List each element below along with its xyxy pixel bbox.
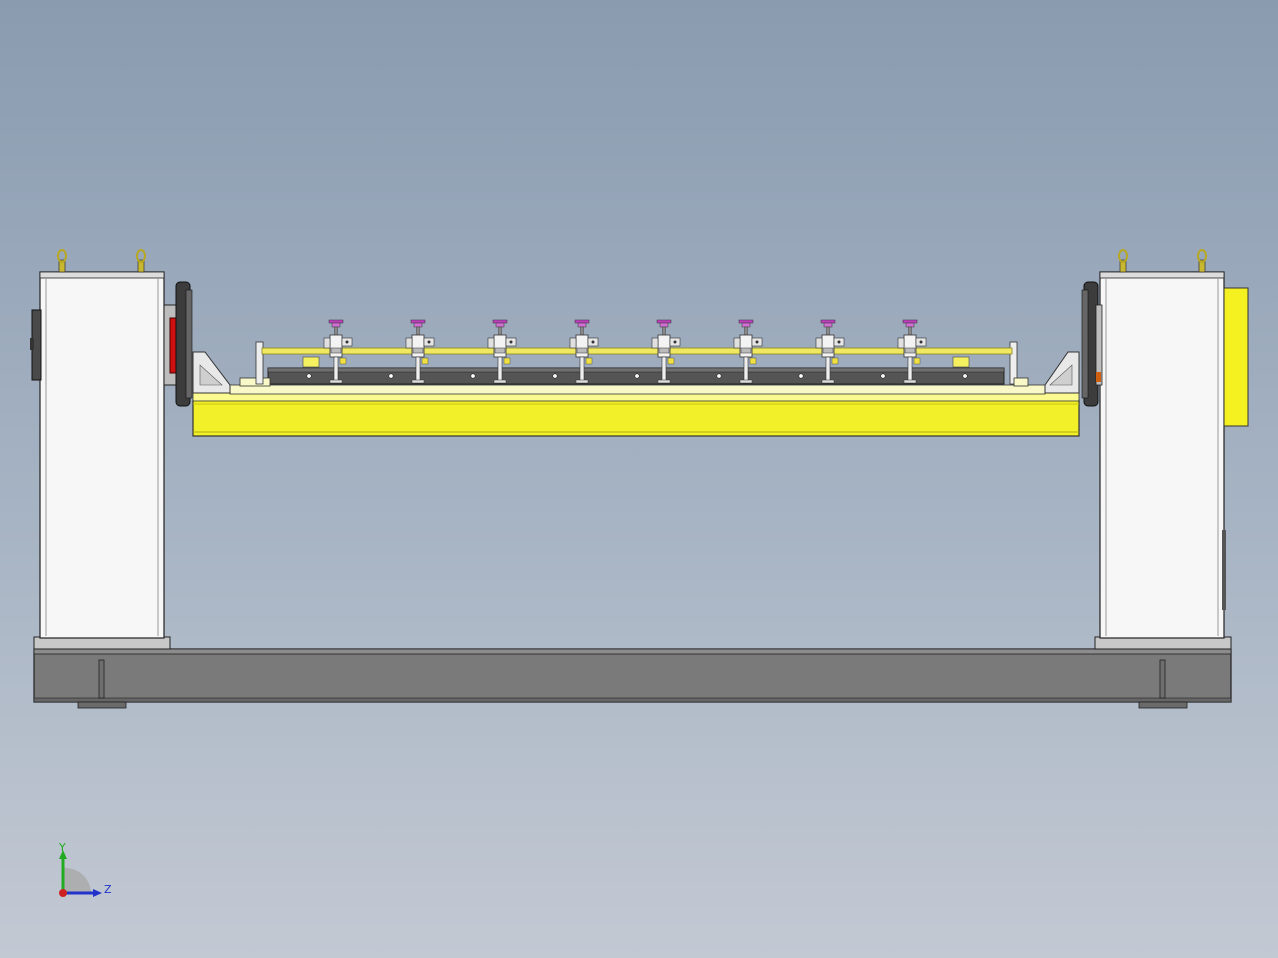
lifting-eye-icon (1118, 249, 1128, 273)
lifting-eye-icon (136, 249, 146, 273)
z-axis-label: Z (104, 883, 112, 896)
left-column (30, 249, 165, 639)
fixture-frame (192, 341, 1080, 437)
right-column (1099, 249, 1249, 639)
coordinate-triad[interactable]: Y Z (58, 841, 112, 897)
x-axis-origin-icon (59, 889, 67, 897)
y-axis-label: Y (58, 841, 66, 854)
base-beam (33, 636, 1232, 709)
left-turntable-disc (163, 281, 193, 407)
triad-plane-icon (63, 867, 91, 893)
lifting-eye-icon (57, 249, 67, 273)
right-turntable-disc (1081, 281, 1103, 407)
lifting-eye-icon (1197, 249, 1207, 273)
